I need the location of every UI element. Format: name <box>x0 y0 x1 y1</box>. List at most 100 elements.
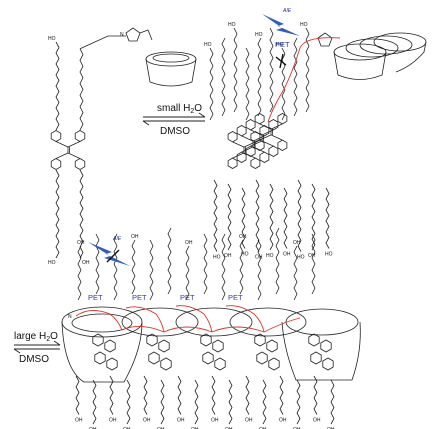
hydroxyl-label: OH <box>313 418 321 424</box>
benzene-ring <box>254 113 265 125</box>
hydroxyl-label: HO <box>228 22 236 28</box>
glycol-chain <box>227 183 232 251</box>
aie-bolt-icon: AIE <box>262 8 300 36</box>
benzene-ring <box>92 333 104 347</box>
aie-bolt-icon-bottom: AIE <box>88 236 130 266</box>
hydroxyl-label: OH <box>157 427 165 429</box>
cyclodextrin-ring <box>145 51 197 87</box>
benzene-ring <box>104 339 116 353</box>
arrow2-bottom-label: DMSO <box>19 354 49 365</box>
hydroxyl-label: OH <box>245 418 253 424</box>
benzene-ring <box>74 130 86 142</box>
glycol-chain <box>109 375 114 415</box>
equilibrium-arrow-2: large H2O DMSO <box>13 331 61 365</box>
benzene-ring <box>268 119 279 131</box>
hydroxyl-label: HO <box>204 42 212 48</box>
glycol-chain <box>330 379 335 425</box>
benzene-ring <box>94 351 106 365</box>
glycol-chain <box>213 179 218 252</box>
benzene-ring <box>254 333 266 347</box>
glycol-chain <box>293 37 298 117</box>
quench-cross-icon <box>275 53 287 69</box>
hydroxyl-label: OH <box>89 427 97 429</box>
hydroxyl-label: HO <box>48 260 56 266</box>
imidazole-group: N <box>120 27 153 42</box>
glycol-chain <box>311 233 316 295</box>
hydroxyl-label: HO <box>276 42 284 48</box>
pet-label-1: PET <box>88 293 103 302</box>
benzene-ring <box>160 357 172 371</box>
benzene-ring <box>277 139 288 151</box>
hydroxyl-label: HO <box>48 36 56 42</box>
glycol-chain <box>221 233 226 301</box>
benzene-ring <box>268 357 280 371</box>
glycol-chain <box>95 233 100 295</box>
glycol-chain <box>297 179 302 252</box>
svg-text:N: N <box>68 314 72 320</box>
glycol-chain <box>275 227 280 295</box>
glycol-chain <box>279 375 284 415</box>
glycol-chain <box>75 375 80 415</box>
equilibrium-arrow-1: small H2O DMSO <box>142 103 206 137</box>
hydroxyl-label: OH <box>185 240 193 246</box>
glycol-chain <box>92 379 97 425</box>
benzene-ring <box>50 130 62 142</box>
glycol-chain <box>209 47 214 121</box>
hydroxyl-label: OH <box>177 418 185 424</box>
glycol-chain <box>79 169 84 259</box>
svg-text:small H2O: small H2O <box>157 103 202 115</box>
svg-text:AIE: AIE <box>112 236 122 242</box>
glycol-chain <box>77 245 82 301</box>
glycol-chain <box>55 169 60 259</box>
benzene-ring <box>50 158 62 170</box>
imidazole-ring <box>317 32 333 47</box>
benzene-ring <box>322 357 334 371</box>
glycol-chain <box>160 379 165 425</box>
glycol-chain <box>228 379 233 425</box>
glycol-chain <box>262 379 267 425</box>
benzene-ring <box>236 125 247 137</box>
glycol-chain <box>305 27 310 113</box>
glycol-chain <box>293 245 298 301</box>
benzene-ring <box>74 158 86 170</box>
arrow1-bottom-label: DMSO <box>160 126 190 137</box>
benzene-ring <box>148 351 160 365</box>
benzene-ring <box>245 119 256 131</box>
benzene-ring <box>202 351 214 365</box>
benzene-ring <box>277 113 288 125</box>
hydroxyl-label: OH <box>255 255 263 261</box>
hydroxyl-label: OH <box>191 427 199 429</box>
hydroxyl-label: OH <box>75 418 83 424</box>
glycol-chain <box>149 239 154 301</box>
hydroxyl-label: HO <box>300 22 308 28</box>
benzene-ring <box>245 145 256 157</box>
hydroxyl-label: HO <box>297 255 305 261</box>
hydroxyl-label: OH <box>131 234 139 240</box>
hydroxyl-label: OH <box>123 427 131 429</box>
hydroxyl-label: OH <box>283 252 291 258</box>
glycol-chain <box>113 233 118 301</box>
benzene-ring <box>106 357 118 371</box>
pet-label-top: PET <box>275 40 290 49</box>
hydroxyl-label: OH <box>327 427 335 429</box>
large-aggregate: OHOHOHOHOHOHOHOHOHOHOHOHOHOHOHOHOHOHOHOH… <box>75 227 335 429</box>
hydroxyl-label: HO <box>266 253 274 259</box>
hydroxyl-label: HO <box>325 252 333 258</box>
hydroxyl-label: OH <box>293 240 301 246</box>
glycol-chain <box>283 187 288 249</box>
benzene-ring <box>250 157 261 169</box>
benzene-ring <box>236 151 247 163</box>
glycol-chain <box>245 375 250 415</box>
glycol-chain <box>257 239 262 301</box>
glycol-chain <box>239 239 244 295</box>
pet-label-3: PET <box>180 293 195 302</box>
pet-label-4: PET <box>228 293 243 302</box>
benzene-ring <box>212 339 224 353</box>
hydroxyl-label: OH <box>211 418 219 424</box>
benzene-ring <box>259 151 270 163</box>
glycol-chain <box>211 375 216 415</box>
benzene-ring <box>310 351 322 365</box>
pet-paths-bottom <box>75 305 301 333</box>
benzene-ring <box>320 339 332 353</box>
